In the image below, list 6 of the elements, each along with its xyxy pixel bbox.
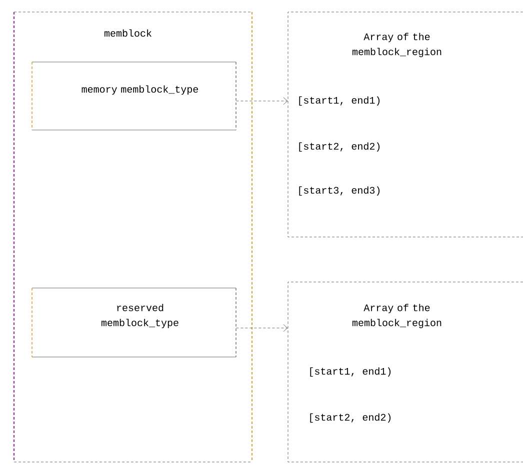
type-box: memory memblock_type xyxy=(32,62,236,130)
array-box: Array of the memblock_region [start1, end1) [start2, end2) xyxy=(288,282,523,462)
arrow xyxy=(236,97,288,105)
type-box: reserved memblock_type xyxy=(32,288,236,358)
arrow xyxy=(236,324,288,332)
array-box: Array of the memblock_region [start1, end1) [start2, end2) [start3, end3) xyxy=(288,12,523,238)
